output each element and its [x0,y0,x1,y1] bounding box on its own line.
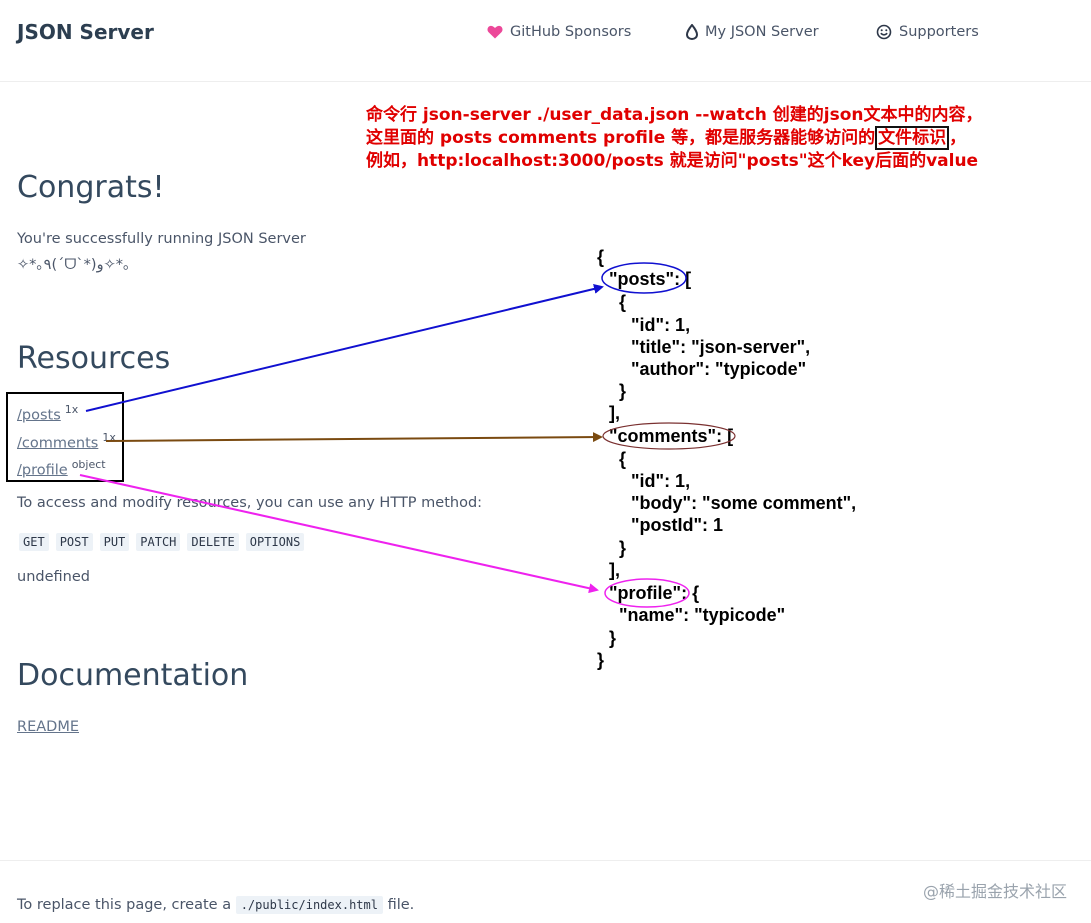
footer: To replace this page, create a ./public/… [0,860,1091,923]
resource-count-profile: object [71,458,106,471]
nav-links: GitHub Sponsors My JSON Server Supporter… [0,24,1091,46]
json-line: } [619,381,627,401]
top-navbar: JSON Server GitHub Sponsors My JSON Serv… [0,0,1091,82]
nav-my-json-server[interactable]: My JSON Server [686,24,819,40]
json-line: } [619,538,627,558]
resource-link-posts[interactable]: /posts [17,407,61,424]
json-line: "name": "typicode" [619,605,786,625]
resource-link-comments[interactable]: /comments [17,435,99,452]
arrow-comments [105,432,603,443]
json-line: "id": 1, [631,315,691,335]
annotation-line-1: 命令行 json-server ./user_data.json --watch… [366,105,983,125]
footer-text-after: file. [387,897,415,913]
method-get: GET [19,533,49,551]
http-methods-list: GET POST PUT PATCH DELETE OPTIONS [19,533,305,551]
red-annotation: 命令行 json-server ./user_data.json --watch… [366,104,1066,173]
resources-heading: Resources [17,341,171,376]
json-line: "title": "json-server", [631,337,811,357]
heart-icon [487,25,503,39]
nav-supporters[interactable]: Supporters [876,24,979,40]
json-line: "postId": 1 [631,515,724,535]
readme-row: README [17,719,79,735]
method-delete: DELETE [187,533,239,551]
watermark: @稀土掘金技术社区 [922,882,1067,901]
json-line: "comments": [ [609,426,734,446]
readme-link[interactable]: README [17,719,79,735]
json-line: } [609,628,617,648]
json-line: "author": "typicode" [631,359,807,379]
http-methods-intro: To access and modify resources, you can … [17,495,483,511]
annotation-line-2: 这里面的 posts comments profile 等，都是服务器能够访问的… [366,126,1066,150]
method-post: POST [55,533,93,551]
json-line: } [597,650,605,670]
annotation-boxed-text: 文件标识 [875,126,950,150]
resource-count-posts: 1x [64,403,79,416]
annotation-line-3: 例如，http:localhost:3000/posts 就是访问"posts"… [366,151,979,171]
footer-text: To replace this page, create a ./public/… [17,896,415,914]
method-put: PUT [99,533,130,551]
annotation-line-2-pre: 这里面的 posts comments profile 等，都是服务器能够访问的 [366,128,876,148]
nav-label-supporters: Supporters [899,24,979,40]
method-options: OPTIONS [245,533,305,551]
footer-code-path: ./public/index.html [235,896,383,914]
json-line: "id": 1, [631,471,691,491]
method-patch: PATCH [136,533,181,551]
brand-title[interactable]: JSON Server [17,20,154,44]
undefined-text: undefined [17,569,90,585]
json-line: "profile": { [609,583,700,603]
json-line: { [619,292,627,312]
nav-label-my-json-server: My JSON Server [705,24,819,40]
json-line: { [597,247,605,267]
running-message: You're successfully running JSON Server [17,231,306,247]
congrats-heading: Congrats! [17,170,165,205]
footer-text-before: To replace this page, create a [17,897,232,913]
json-line: { [619,449,627,469]
json-line: "posts": [ [609,269,692,289]
smiley-icon [876,24,892,40]
json-line: ], [609,560,620,580]
resources-highlight-box [6,392,124,482]
documentation-heading: Documentation [17,658,249,693]
json-line: "body": "some comment", [631,493,857,513]
annotation-line-2-post: ， [949,128,967,148]
nav-github-sponsors[interactable]: GitHub Sponsors [487,24,631,40]
kaomoji: ✧*｡٩(ˊᗜˋ*)و✧*｡ [17,257,131,273]
nav-label-github-sponsors: GitHub Sponsors [510,24,632,40]
resource-link-profile[interactable]: /profile [17,462,68,479]
json-line: ], [609,403,620,423]
drop-icon [686,24,698,40]
